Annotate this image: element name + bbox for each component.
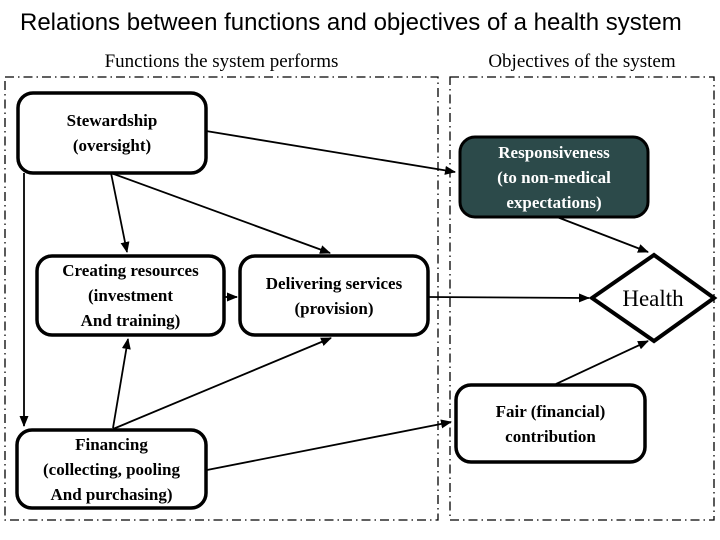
delivering-services-line-1: Delivering services xyxy=(265,273,403,293)
creating-resources-line-3: And training) xyxy=(80,311,181,330)
arrow-fair-contribution-to-health xyxy=(555,340,649,385)
fair-contribution-box xyxy=(454,383,647,464)
functions-column-header: Functions the system performs xyxy=(104,51,339,72)
arrow-stewardship-to-delivering-services xyxy=(110,172,331,254)
arrow-stewardship-to-responsiveness xyxy=(205,130,456,175)
fair-contribution-label: Fair (financial) contribution xyxy=(456,385,645,462)
responsiveness-line-3: expectations) xyxy=(506,192,602,212)
arrow-stewardship-to-creating-resources xyxy=(110,172,130,253)
financing-line-3: And purchasing) xyxy=(50,484,173,504)
delivering-services-line-2: (provision) xyxy=(294,298,374,318)
objectives-column-header: Objectives of the system xyxy=(488,51,676,72)
arrow-financing-to-delivering-services xyxy=(112,337,332,430)
creating-resources-label: Creating resources (investment And train… xyxy=(37,256,224,335)
arrow-delivering-services-to-health xyxy=(427,293,590,303)
stewardship-line-1: Stewardship xyxy=(66,111,158,130)
delivering-services-box xyxy=(238,254,430,337)
financing-line-1: Financing xyxy=(75,434,148,454)
financing-label: Financing (collecting, pooling And purch… xyxy=(17,430,206,508)
stewardship-label: Stewardship (oversight) xyxy=(18,93,206,173)
fair-contribution-line-2: contribution xyxy=(505,426,596,446)
slide-title: Relations between functions and objectiv… xyxy=(20,9,682,36)
health-diamond xyxy=(588,252,718,344)
financing-line-2: (collecting, pooling xyxy=(43,459,180,479)
arrow-financing-to-creating-resources xyxy=(112,338,131,429)
functions-group-border xyxy=(4,76,439,521)
creating-resources-box xyxy=(35,254,226,337)
responsiveness-box xyxy=(458,135,650,219)
responsiveness-line-2: (to non-medical xyxy=(497,167,611,187)
creating-resources-line-1: Creating resources xyxy=(62,261,199,280)
fair-contribution-line-1: Fair (financial) xyxy=(495,401,606,421)
responsiveness-line-1: Responsiveness xyxy=(498,142,610,162)
creating-resources-line-2: (investment xyxy=(88,286,173,305)
responsiveness-label: Responsiveness (to non-medical expectati… xyxy=(460,137,648,217)
stewardship-line-2: (oversight) xyxy=(72,136,152,155)
financing-box xyxy=(15,428,208,510)
health-label: Health xyxy=(592,255,714,341)
delivering-services-label: Delivering services (provision) xyxy=(240,256,428,335)
arrow-financing-to-fair-contribution xyxy=(206,419,452,471)
arrow-responsiveness-to-health xyxy=(556,216,649,253)
health-line-1: Health xyxy=(622,285,684,311)
